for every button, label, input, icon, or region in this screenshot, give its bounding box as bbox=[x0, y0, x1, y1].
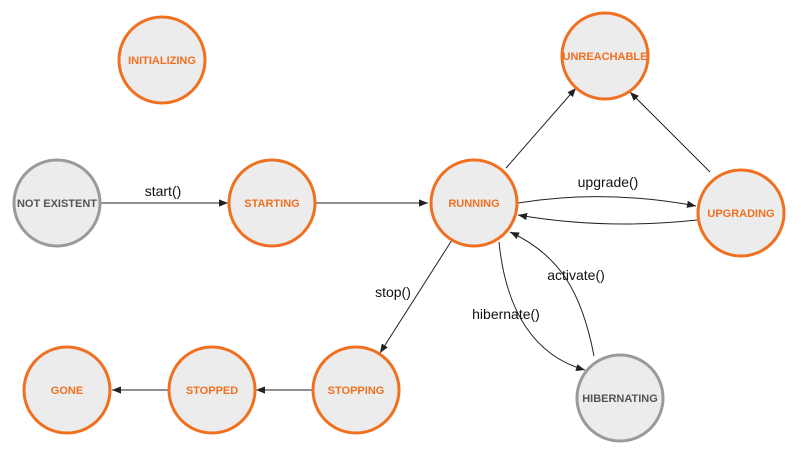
state-initializing: INITIALIZING bbox=[117, 15, 207, 105]
edge-running-to-hibernating bbox=[498, 241, 586, 372]
transition-edges bbox=[100, 87, 711, 394]
label-upgrade: upgrade() bbox=[578, 174, 639, 190]
svg-text:UPGRADING: UPGRADING bbox=[707, 208, 774, 220]
svg-text:RUNNING: RUNNING bbox=[448, 198, 499, 210]
transition-labels: start() upgrade() stop() hibernate() act… bbox=[145, 174, 639, 322]
svg-text:STOPPING: STOPPING bbox=[328, 385, 385, 397]
state-upgrading: UPGRADING bbox=[696, 168, 786, 258]
state-stopping: STOPPING bbox=[311, 345, 401, 435]
state-unreachable: UNREACHABLE bbox=[560, 11, 650, 101]
svg-text:STOPPED: STOPPED bbox=[186, 385, 238, 397]
state-hibernating: HIBERNATING bbox=[575, 353, 665, 443]
edge-upgrading-to-unreachable bbox=[629, 91, 711, 173]
state-stopped: STOPPED bbox=[167, 345, 257, 435]
svg-text:UNREACHABLE: UNREACHABLE bbox=[563, 51, 648, 63]
label-stop: stop() bbox=[375, 284, 411, 300]
state-starting: STARTING bbox=[227, 158, 317, 248]
state-not-existent: NOT EXISTENT bbox=[12, 158, 102, 248]
svg-text:GONE: GONE bbox=[51, 385, 83, 397]
edge-upgrading-to-running bbox=[517, 212, 698, 225]
edge-hibernating-to-running bbox=[509, 231, 595, 357]
edge-running-to-stopping bbox=[379, 239, 453, 354]
state-running: RUNNING bbox=[429, 158, 519, 248]
svg-text:INITIALIZING: INITIALIZING bbox=[128, 55, 196, 67]
label-activate: activate() bbox=[547, 267, 605, 283]
label-hibernate: hibernate() bbox=[472, 306, 540, 322]
edge-running-to-upgrading bbox=[517, 196, 697, 208]
edge-running-to-unreachable bbox=[505, 87, 577, 169]
state-gone: GONE bbox=[22, 345, 112, 435]
svg-text:HIBERNATING: HIBERNATING bbox=[582, 393, 658, 405]
label-start: start() bbox=[145, 183, 182, 199]
svg-text:STARTING: STARTING bbox=[244, 198, 299, 210]
svg-text:NOT EXISTENT: NOT EXISTENT bbox=[17, 198, 97, 210]
